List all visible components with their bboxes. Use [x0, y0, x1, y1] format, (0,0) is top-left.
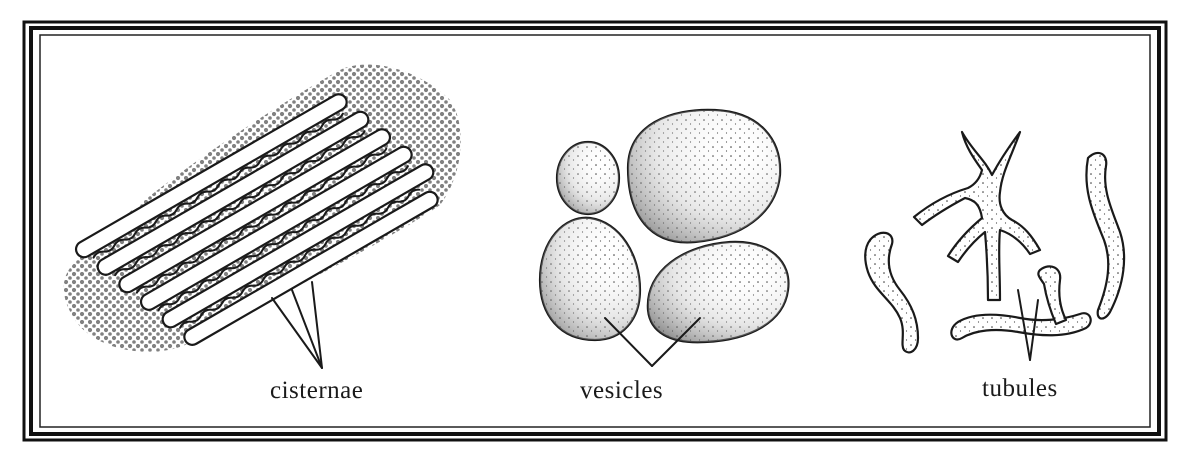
vesicles-illustration: vesicles — [540, 110, 788, 404]
tubule-network — [865, 132, 1124, 352]
vesicles-label: vesicles — [580, 377, 663, 404]
vesicle-large-top-right — [628, 110, 780, 243]
cisternae-illustration: cisternae — [64, 65, 461, 404]
cisternae-label: cisternae — [270, 377, 363, 404]
tubules-illustration: tubules — [865, 132, 1124, 402]
vesicle-small-top-left — [557, 142, 619, 214]
tubules-label: tubules — [982, 375, 1058, 402]
vesicle-bottom-right — [648, 242, 789, 342]
vesicle-bottom-left — [540, 218, 640, 340]
